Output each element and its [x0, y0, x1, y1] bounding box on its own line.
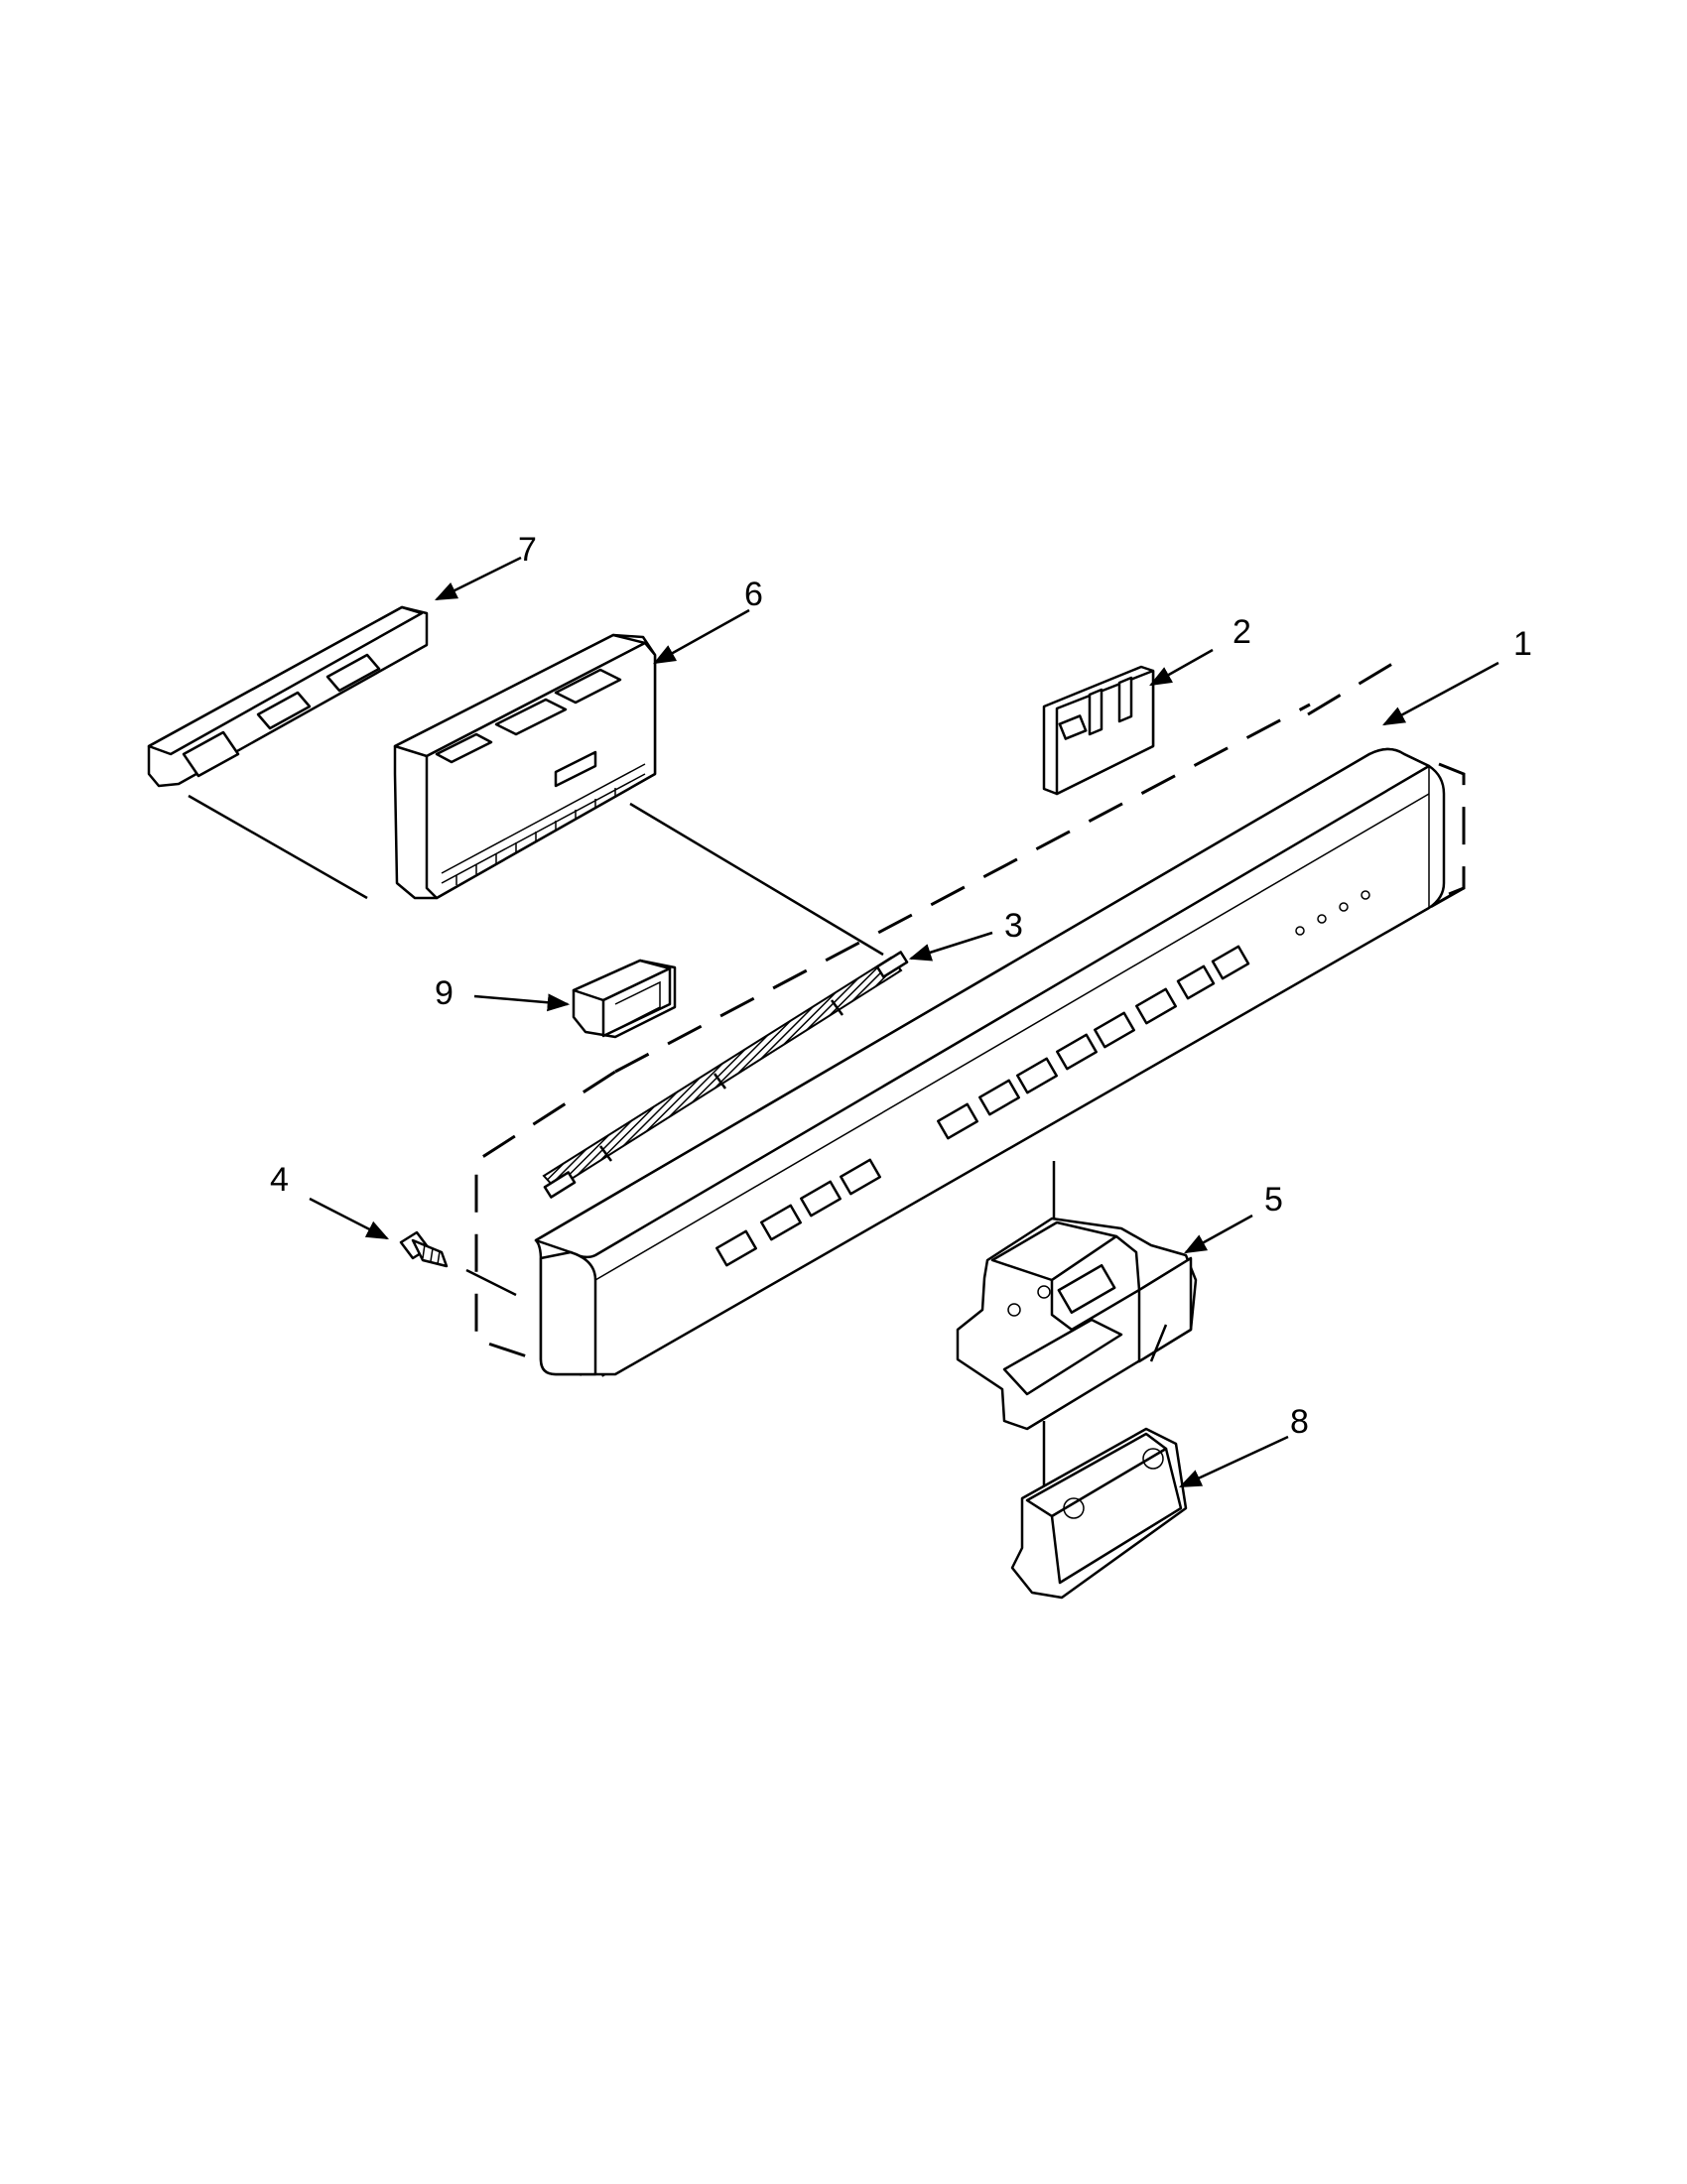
clip-part: 9	[435, 959, 677, 1039]
console-buttons	[715, 945, 1250, 1267]
screw-part: 4	[270, 1161, 517, 1297]
bracket-part: 2	[1042, 613, 1251, 796]
callout-1: 1	[1513, 625, 1532, 663]
ribbon-cable-part: 3	[542, 907, 1023, 1199]
callout-4: 4	[270, 1161, 289, 1199]
callout-7: 7	[518, 531, 537, 569]
rail-part: 7	[147, 531, 537, 900]
callout-5: 5	[1264, 1181, 1283, 1219]
latch-part: 5	[956, 1161, 1283, 1490]
control-board-part: 6	[393, 576, 884, 957]
callout-8: 8	[1290, 1403, 1309, 1441]
callout-9: 9	[435, 974, 454, 1012]
callout-6: 6	[744, 576, 763, 613]
latch-cover-part: 8	[1010, 1403, 1309, 1600]
callout-2: 2	[1233, 613, 1251, 651]
callout-3: 3	[1004, 907, 1023, 945]
board-pins	[455, 788, 616, 885]
status-lights	[1295, 890, 1370, 936]
control-panel-part: 1	[474, 625, 1532, 1381]
